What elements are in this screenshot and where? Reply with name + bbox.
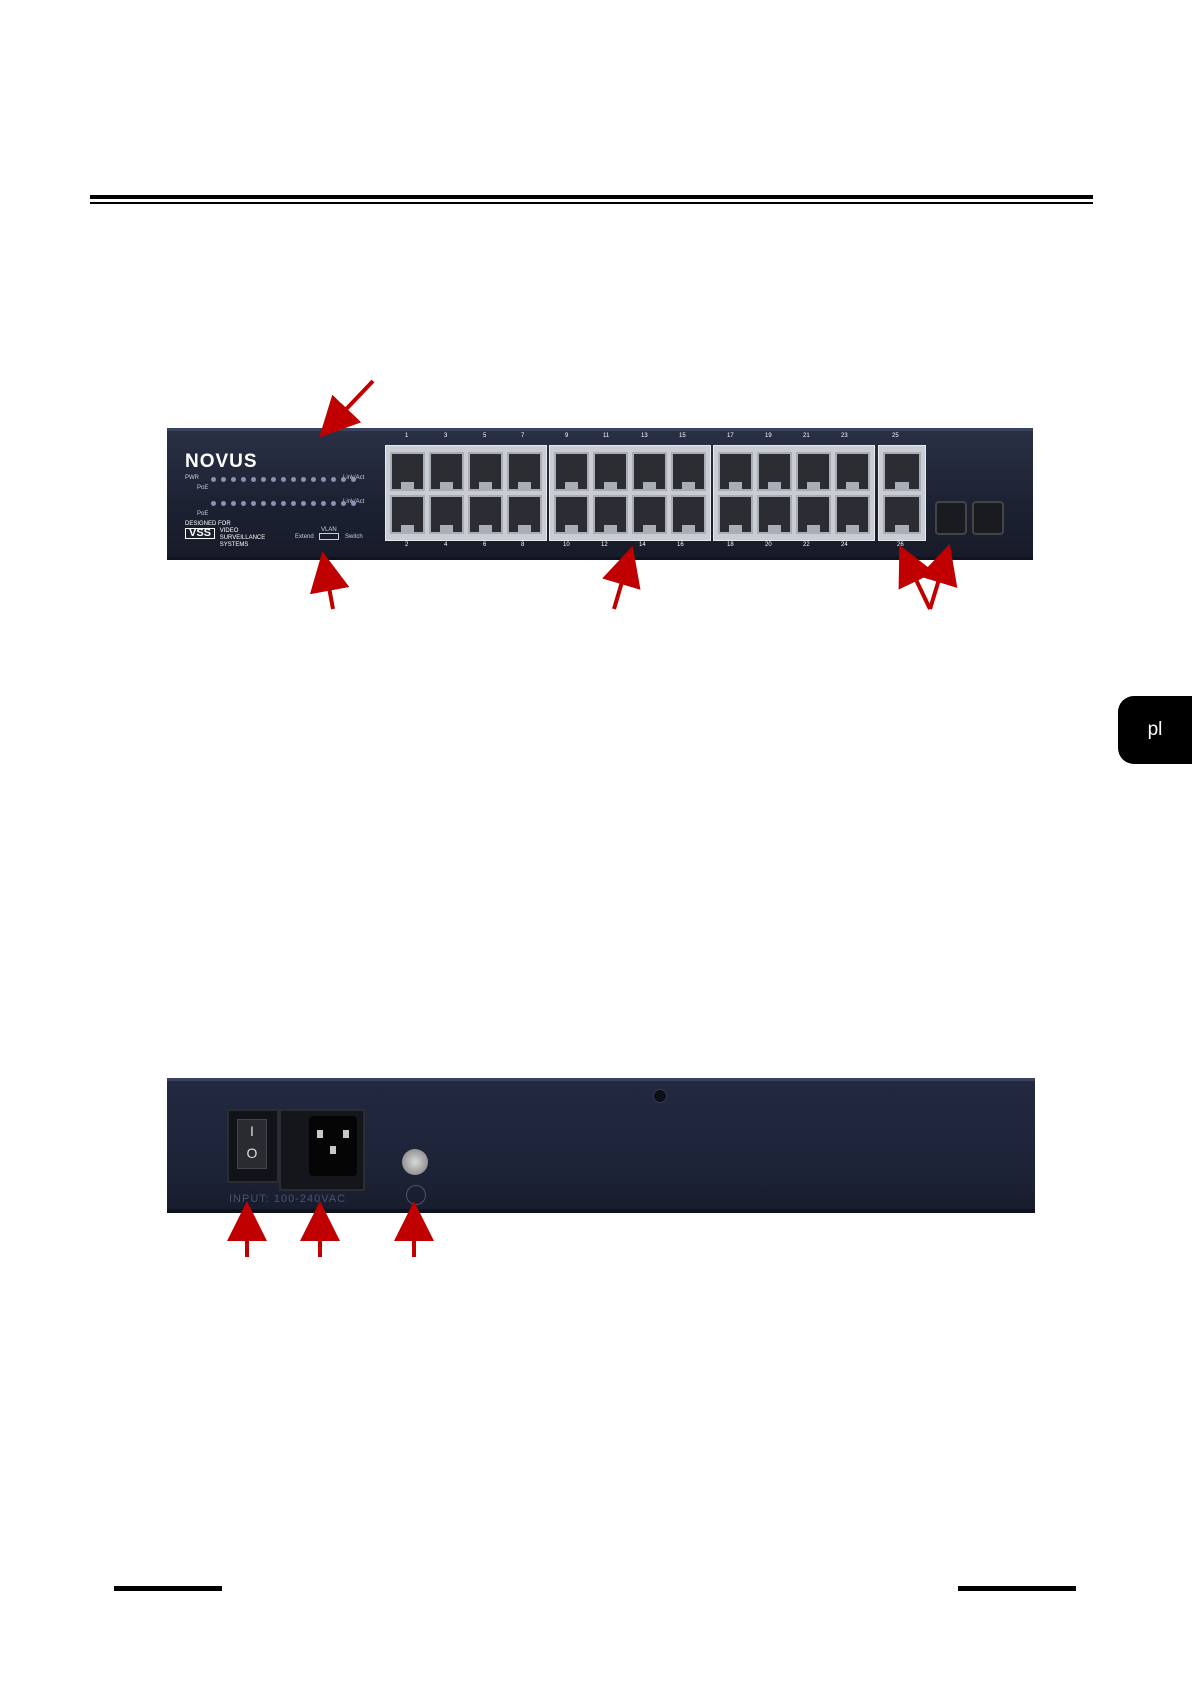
footer-rule-left xyxy=(114,1586,222,1591)
arrow-sfp-ports xyxy=(930,563,944,609)
arrow-uplink-ports xyxy=(908,563,930,609)
arrow-rj45-ports xyxy=(614,565,627,609)
arrow-led-indicators xyxy=(333,381,373,423)
arrow-vlan-switch xyxy=(326,571,333,609)
footer-rule-right xyxy=(958,1586,1076,1591)
